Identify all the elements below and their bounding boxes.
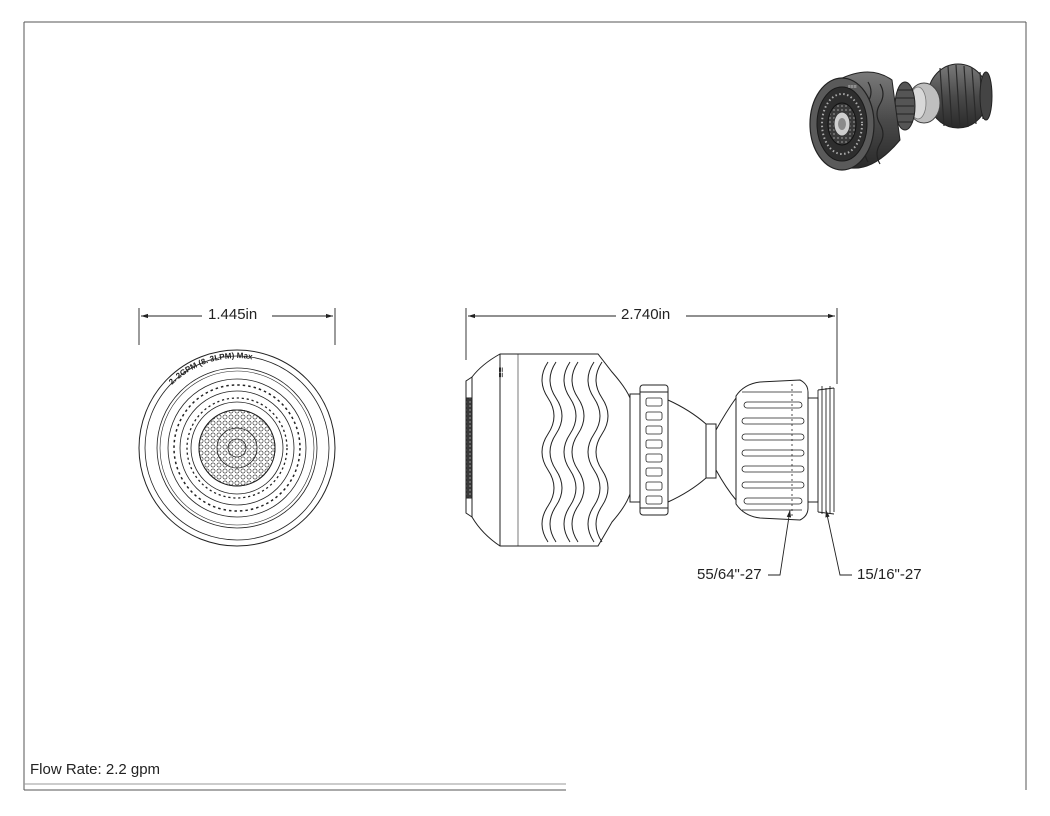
width-dimension-label: 1.445in xyxy=(205,306,261,324)
thread-large-callout: 55/64"-27 xyxy=(694,566,765,584)
sheet-border xyxy=(23,21,1027,791)
svg-text:≡≡: ≡≡ xyxy=(496,367,506,378)
length-dimension-label: 2.740in xyxy=(618,306,674,324)
thread-small-callout: 15/16"-27 xyxy=(854,566,925,584)
flow-rate-note: Flow Rate: 2.2 gpm xyxy=(27,761,164,779)
side-view: ≡≡ xyxy=(465,353,835,547)
front-view xyxy=(138,349,336,547)
dimension-lines xyxy=(138,308,852,576)
svg-text:≡≡≡: ≡≡≡ xyxy=(848,84,857,90)
isometric-render: ≡≡≡ xyxy=(809,63,993,171)
